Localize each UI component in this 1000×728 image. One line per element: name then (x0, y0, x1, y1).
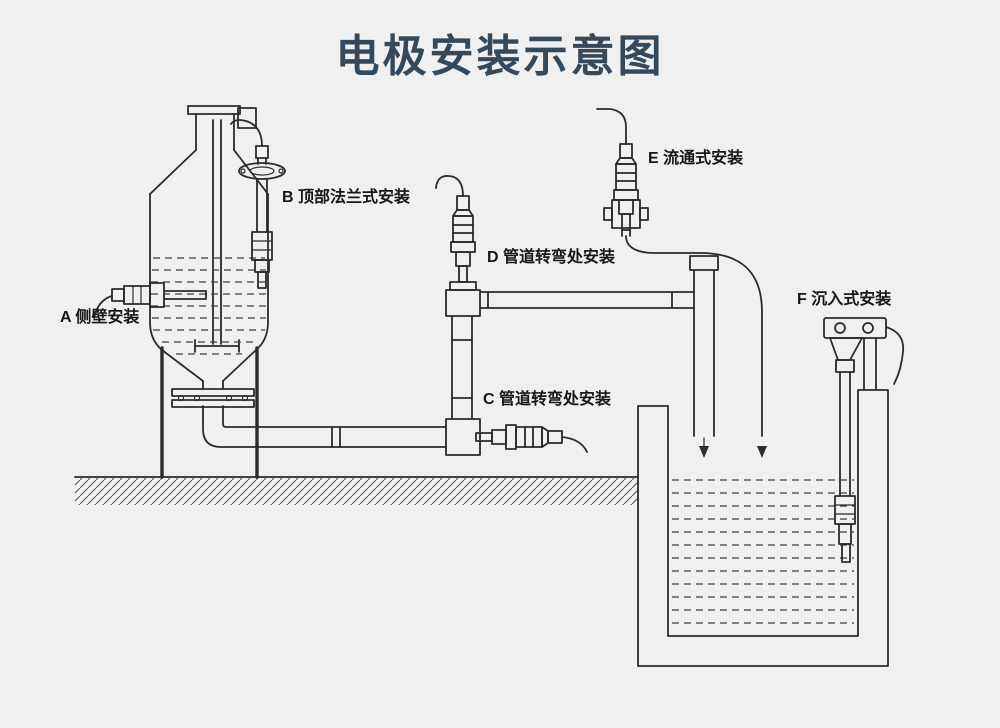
electrode-b-cable (230, 119, 263, 147)
label-f: F 沉入式安装 (797, 289, 891, 308)
electrode-a-cable (93, 295, 113, 319)
pit-liquid-level (672, 479, 854, 624)
pipe-tee-c (445, 418, 481, 456)
tank-liquid-level (151, 257, 267, 355)
immersion-bracket-plate (823, 317, 887, 339)
electrode-c-cable (561, 436, 588, 453)
electrode-f (823, 317, 905, 563)
electrode-b (230, 119, 286, 289)
sump-pit (637, 389, 889, 667)
flow-arrow-1 (699, 446, 709, 458)
electrode-d-cable (435, 175, 464, 197)
electrode-a (93, 282, 207, 319)
pipe-elbow-d (445, 289, 481, 317)
label-a: A 侧壁安装 (60, 307, 139, 326)
flow-cell-outlet-tube (625, 235, 763, 437)
labels: A 侧壁安装 B 顶部法兰式安装 C 管道转弯处安装 D 管道转弯处安装 E 流… (60, 148, 891, 408)
electrode-c (475, 424, 588, 453)
top-flange (238, 162, 286, 180)
electrode-e-cable (596, 108, 627, 145)
label-c: C 管道转弯处安装 (483, 389, 611, 408)
label-b: B 顶部法兰式安装 (282, 187, 410, 206)
electrode-d (435, 175, 476, 283)
piping (202, 235, 767, 458)
page-title: 电极安装示意图 (335, 32, 665, 81)
label-e: E 流通式安装 (648, 148, 743, 167)
flow-arrow-2 (757, 446, 767, 458)
tank-stirrer (194, 119, 240, 353)
drop-pipe-cap (689, 255, 719, 271)
ground (74, 476, 639, 505)
electrode-e (596, 108, 649, 237)
label-d: D 管道转弯处安装 (487, 247, 615, 266)
tank-vessel (149, 105, 269, 479)
tank-vent-box (237, 107, 257, 129)
tank-bottom-flange (171, 388, 255, 408)
electrode-f-cable (885, 326, 905, 385)
